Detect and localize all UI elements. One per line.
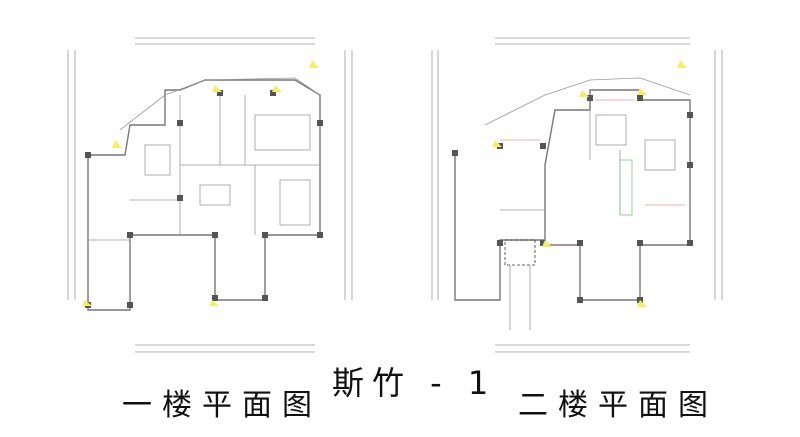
ground-floor-columns	[85, 90, 323, 308]
ground-floor-caption: 一楼平面图	[122, 388, 322, 423]
second-floor-dimensions	[500, 99, 685, 246]
ground-floor-lights	[82, 60, 319, 306]
second-floor-lights	[492, 60, 687, 307]
second-floor-columns	[452, 95, 693, 303]
second-floor-plan	[431, 37, 723, 353]
project-title: 斯竹 - 1	[332, 364, 497, 402]
second-floor-caption: 二楼平面图	[518, 388, 718, 423]
ground-floor-plan	[67, 37, 353, 353]
